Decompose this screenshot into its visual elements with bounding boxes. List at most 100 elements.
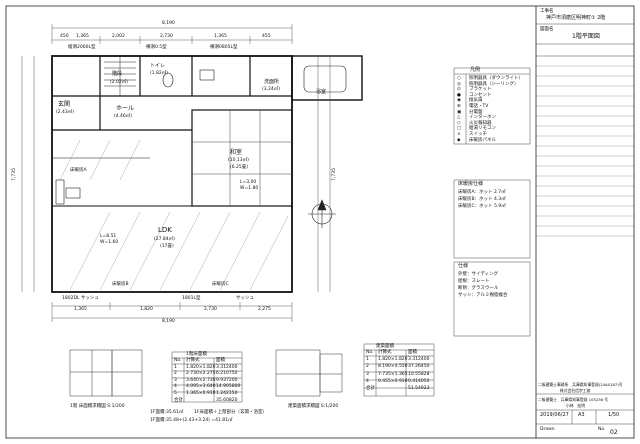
drawn-label: Drawn	[540, 427, 555, 432]
table-total-label: 合計	[174, 397, 183, 403]
table-cell: 7.735×1.365	[378, 371, 408, 377]
building-plan-caption: 建築面積求積図 S:1/200	[288, 404, 339, 409]
project-name: 神戸市須磨区明神町① 2階	[546, 15, 606, 21]
kitchen-counter	[55, 179, 65, 205]
floor-heating-hatch	[59, 139, 289, 291]
legend-symbol-icon: ◉	[457, 98, 461, 104]
table-column-header: 面積	[408, 350, 417, 355]
legend-label: 照明器具（ダウンライト）	[469, 76, 523, 81]
table-cell: 9.937200	[216, 377, 238, 383]
table-column-header: 面積	[216, 358, 225, 363]
architect-name: 小林 宏明	[566, 403, 585, 408]
table-cell: 3.312400	[216, 364, 238, 370]
dim-bottom-total: 8,190	[162, 319, 175, 324]
table-cell: 3	[366, 371, 369, 377]
room-stairs-area: (2.02㎡)	[110, 80, 129, 85]
legend-symbol-icon: △	[457, 115, 461, 121]
calc-line-1: 1F面積:35.61㎡	[150, 410, 184, 415]
table-cell: 2	[366, 364, 369, 370]
heating-line-1: 床暖房A：ホット 2.7㎡	[458, 190, 506, 195]
table-cell: 3.640×2.730	[186, 377, 216, 383]
area-table-header: 1階床面積	[186, 352, 207, 357]
fixtures	[55, 65, 347, 205]
table-column-header: 計算式	[186, 358, 200, 363]
window-label-4: 1802DL サッシュ	[62, 296, 99, 301]
floor-heating-a: 床暖房A	[70, 168, 87, 173]
legend-label: インターホン	[469, 115, 496, 121]
legend-symbol-icon: ◎	[457, 81, 461, 87]
legend-label: 床暖房パネル	[469, 137, 496, 143]
area-table-grid	[171, 351, 243, 403]
project-label: 工事名	[540, 9, 554, 14]
building-table-header: 建築面積	[376, 344, 394, 349]
legend-label: ブラケット	[469, 87, 492, 93]
legend-label: 照明器具（シーリング）	[469, 81, 519, 87]
floor-area-plan	[69, 349, 143, 397]
legend-symbol-icon: ●	[457, 92, 461, 98]
calc-line-2: 1F床面積＋上階部分（玄関・浴室）	[194, 410, 267, 415]
room-stairs-name: 階段	[112, 71, 123, 77]
room-ldk-area: (27.84㎡)	[154, 237, 175, 242]
room-hall-area: (4.46㎡)	[114, 114, 133, 119]
room-hall-name: ホール	[116, 105, 135, 112]
legend-symbol-icon: ○	[457, 76, 461, 81]
drawing-label: 図面名	[540, 27, 554, 32]
room-washroom-name: 洗面所	[264, 79, 280, 85]
room-toilet-area: (1.82㎡)	[150, 71, 169, 76]
floor-heating-c: 床暖房C	[212, 282, 229, 287]
dim-top-total: 8,190	[162, 21, 175, 26]
dim-top-part-1: 450	[60, 34, 69, 39]
dim-note-l: L=8.51	[100, 234, 117, 239]
legend-symbol-icon: ×	[457, 132, 461, 137]
stove	[65, 187, 81, 199]
table-cell: 6.210750	[216, 371, 238, 377]
table-column-header: No.	[366, 350, 374, 355]
tatami-grid	[192, 110, 292, 206]
table-cell: 1.820×1.820	[378, 357, 408, 363]
dim-bottom-part-2: 1,820	[140, 307, 153, 312]
drawing-name: 1階平面図	[572, 33, 600, 40]
sheet-border	[5, 5, 635, 439]
legend-symbol-icon: ⊙	[457, 87, 461, 93]
table-total-value: 51.54923	[408, 386, 430, 391]
heating-line-2: 床暖房B：ホット 4.3㎡	[458, 197, 506, 202]
table-total-label: 合計	[366, 386, 375, 391]
legend-label: 電話・TV	[469, 104, 489, 109]
table-cell: 0.455×0.910	[378, 378, 408, 384]
legend-label: 火災報知器	[469, 120, 492, 126]
plan-walls	[51, 55, 293, 293]
washbasin	[199, 69, 215, 81]
legend-symbol-icon: ▣	[457, 109, 462, 115]
architect-line: 二級建築士 兵庫県知事登録 105236 号	[538, 397, 609, 402]
table-cell: 4.095×3.640	[186, 384, 216, 390]
dim-top-part-3: 2,002	[112, 34, 125, 39]
room-washitsu-area: (10.13㎡)	[228, 158, 249, 163]
bathroom-block	[291, 55, 363, 101]
spec-header: 仕様	[458, 263, 469, 269]
table-column-header: No.	[174, 358, 182, 363]
building-area-plan	[275, 349, 343, 397]
title-block-grid	[536, 23, 634, 425]
calc-line-3: 1F面積:35.48+(2.43+3.24) =41.81㎡	[150, 418, 233, 423]
table-cell: 14.905800	[216, 384, 241, 390]
toilet-fixture	[162, 72, 174, 88]
dim-top-part-2: 1,365	[76, 34, 89, 39]
stair-treads	[104, 56, 136, 96]
window-label-5: 1801L型	[182, 296, 201, 301]
dim-bottom-part-4: 2,275	[258, 307, 271, 312]
notes-box	[453, 179, 531, 337]
legend-label: コンセント	[469, 92, 492, 98]
table-cell: 2.730×2.275	[186, 371, 216, 377]
dim-bottom-part-1: 1,365	[74, 307, 87, 312]
table-cell: 3.312400	[408, 357, 430, 363]
heating-header: 床暖房仕様	[458, 181, 484, 187]
paper-size: A3	[578, 412, 585, 418]
room-toilet-name: トイレ	[150, 63, 166, 69]
spec-line-3: 断熱：グラスウール	[458, 286, 499, 291]
table-cell: 1.365×0.910	[186, 391, 216, 396]
dim-left-total: 7,735	[11, 168, 17, 181]
floor-plan-caption: 1階 床面積求積図 S:1/200	[70, 404, 125, 409]
company-line-1: 二級建築士事務所 兵庫県知事登録(24A0187)号	[538, 382, 623, 387]
legend-symbol-icon: □	[457, 126, 462, 132]
